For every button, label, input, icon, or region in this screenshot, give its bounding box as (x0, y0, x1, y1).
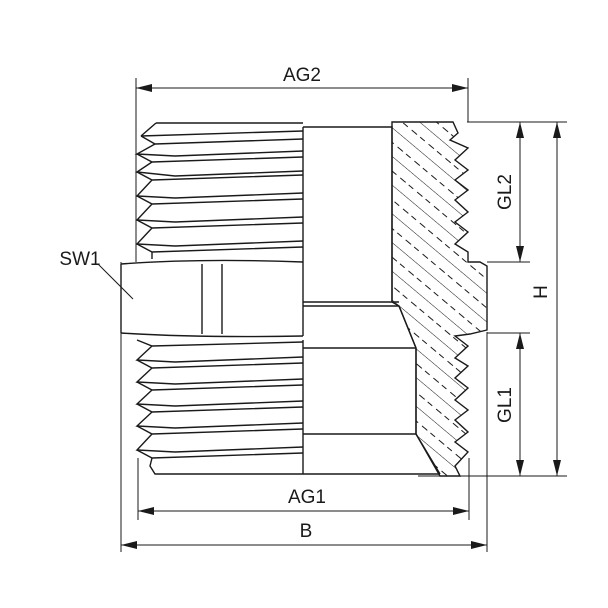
b-label: B (300, 521, 313, 542)
extension-lines (120, 78, 567, 552)
gl1-label: GL1 (495, 387, 516, 423)
section-hatch (391, 121, 488, 477)
dimension-ag1: AG1 (138, 487, 469, 515)
dimension-h: H (531, 122, 561, 476)
hex-section (120, 259, 304, 338)
external-thread-view (120, 122, 304, 475)
sw1-label: SW1 (59, 249, 100, 270)
upper-thread (134, 122, 304, 262)
section-view (303, 121, 488, 477)
dimension-ag2: AG2 (136, 65, 468, 92)
leader-sw1: SW1 (59, 249, 134, 300)
dimension-gl1: GL1 (495, 333, 524, 476)
ag2-label: AG2 (283, 65, 321, 86)
dimension-b: B (121, 521, 487, 549)
h-label: H (531, 285, 552, 299)
dimension-gl2: GL2 (495, 122, 524, 262)
gl2-label: GL2 (495, 174, 516, 210)
lower-thread (135, 339, 304, 475)
ag1-label: AG1 (288, 487, 326, 508)
